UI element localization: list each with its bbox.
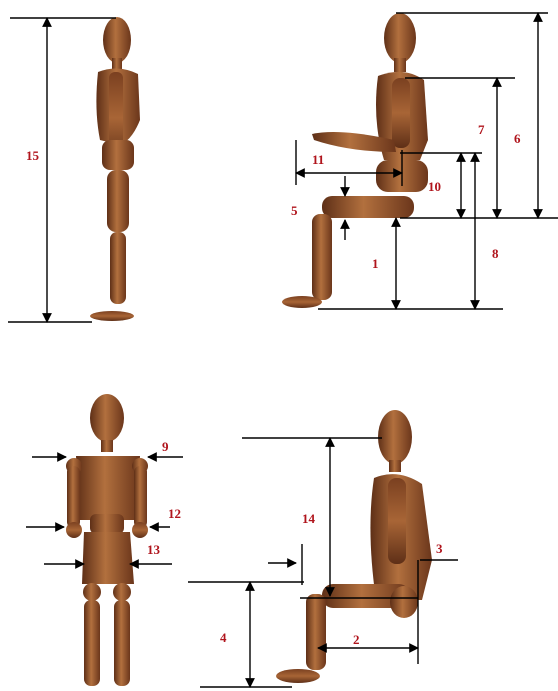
- label-1: 1: [372, 256, 379, 271]
- label-14: 14: [302, 511, 316, 526]
- label-2: 2: [353, 632, 360, 647]
- label-10: 10: [428, 179, 441, 194]
- label-4: 4: [220, 630, 227, 645]
- label-8: 8: [492, 246, 499, 261]
- label-3: 3: [436, 541, 443, 556]
- figure-standing-front: [66, 394, 148, 686]
- label-11: 11: [312, 152, 324, 167]
- label-5: 5: [291, 203, 298, 218]
- label-9: 9: [162, 439, 169, 454]
- label-15: 15: [26, 148, 40, 163]
- figure-seated-side: [282, 13, 428, 308]
- label-13: 13: [147, 542, 161, 557]
- figure-standing-side: [90, 17, 140, 321]
- label-12: 12: [168, 506, 181, 521]
- label-6: 6: [514, 131, 521, 146]
- label-7: 7: [478, 122, 485, 137]
